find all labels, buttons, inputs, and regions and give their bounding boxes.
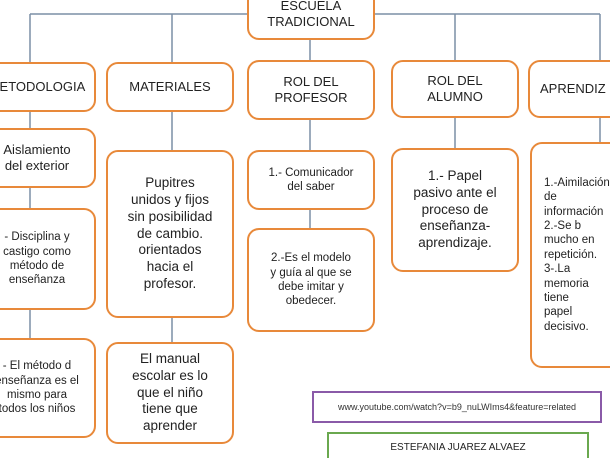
alumno-item-1: 1.- Papel pasivo ante el proceso de ense… [391, 148, 519, 272]
materiales-item-2: El manual escolar es lo que el niño tien… [106, 342, 234, 444]
root-title: ESCUELA TRADICIONAL [267, 0, 355, 29]
root-node: ESCUELA TRADICIONAL [247, 0, 375, 40]
video-link-text[interactable]: www.youtube.com/watch?v=b9_nuLWIms4&feat… [338, 402, 576, 412]
header-aprendizaje: APRENDIZ [528, 60, 610, 118]
video-link[interactable]: www.youtube.com/watch?v=b9_nuLWIms4&feat… [312, 391, 602, 423]
metodologia-item-2: - Disciplina y castigo como método de en… [0, 208, 96, 310]
aprendizaje-item-1: 1.-Aimilación de información 2.-Se b muc… [530, 142, 610, 368]
author-name-box: ESTEFANIA JUAREZ ALVAEZ [327, 432, 589, 458]
header-rol-profesor: ROL DEL PROFESOR [247, 60, 375, 120]
metodologia-item-3: - El método d enseñanza es el mismo para… [0, 338, 96, 438]
metodologia-item-1: Aislamiento del exterior [0, 128, 96, 188]
profesor-item-2: 2.-Es el modelo y guía al que se debe im… [247, 228, 375, 332]
profesor-item-1: 1.- Comunicador del saber [247, 150, 375, 210]
author-name: ESTEFANIA JUAREZ ALVAEZ [390, 441, 526, 453]
materiales-item-1: Pupitres unidos y fijos sin posibilidad … [106, 150, 234, 318]
header-materiales: MATERIALES [106, 62, 234, 112]
header-rol-alumno: ROL DEL ALUMNO [391, 60, 519, 118]
header-metodologia: METODOLOGIA [0, 62, 96, 112]
